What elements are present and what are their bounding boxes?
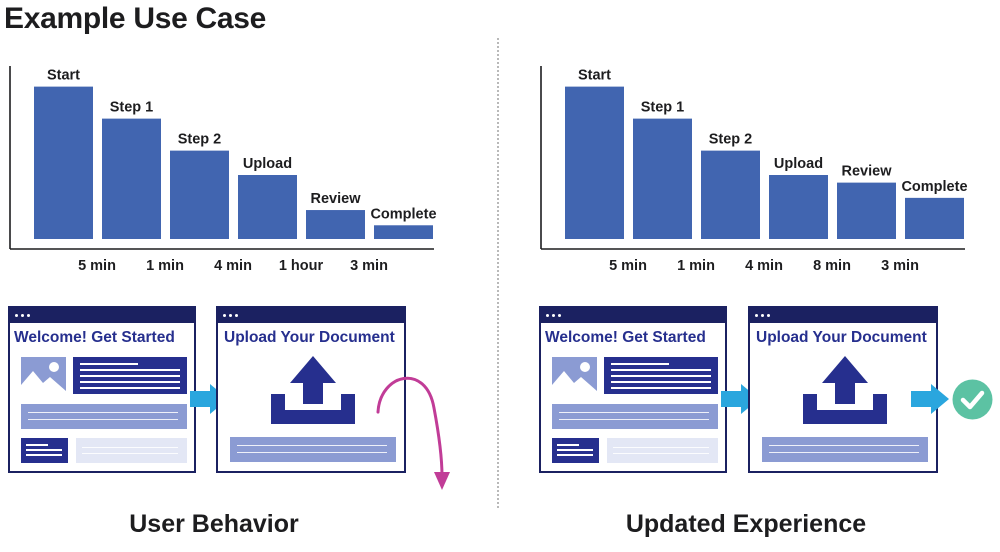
bar-label: Step 2 bbox=[709, 132, 753, 148]
bar-start bbox=[34, 86, 93, 239]
welcome-screen-window: Welcome! Get Started bbox=[8, 306, 196, 473]
form-field bbox=[21, 404, 187, 429]
bar-step-2 bbox=[170, 150, 229, 239]
duration-label: 8 min bbox=[813, 258, 851, 274]
section-caption-updated-experience: Updated Experience bbox=[625, 510, 867, 538]
small-text-block bbox=[21, 438, 68, 463]
bar-complete bbox=[905, 197, 964, 239]
bar-label: Complete bbox=[370, 206, 436, 222]
bar-label: Step 2 bbox=[178, 132, 222, 148]
section-caption-user-behavior: User Behavior bbox=[129, 510, 299, 538]
duration-label: 1 min bbox=[146, 258, 184, 274]
duration-label: 1 min bbox=[677, 258, 715, 274]
curved-exit-arrow-icon bbox=[376, 376, 450, 490]
bar-upload bbox=[769, 175, 828, 239]
bar-label: Step 1 bbox=[641, 100, 685, 116]
window-title-bar bbox=[218, 308, 404, 323]
bar-step-1 bbox=[102, 118, 161, 239]
bar-review bbox=[837, 182, 896, 239]
section-divider bbox=[497, 38, 499, 508]
duration-label: 5 min bbox=[609, 258, 647, 274]
window-title-bar bbox=[750, 308, 936, 323]
duration-label: 1 hour bbox=[279, 258, 324, 274]
window-title-bar bbox=[10, 308, 194, 323]
check-circle-icon bbox=[952, 379, 993, 420]
bar-step-2 bbox=[701, 150, 760, 239]
bar-complete bbox=[374, 225, 433, 239]
form-field bbox=[762, 437, 928, 462]
bar-label: Complete bbox=[901, 179, 967, 195]
window-title-bar bbox=[541, 308, 725, 323]
bar-review bbox=[306, 210, 365, 239]
form-field bbox=[230, 437, 396, 462]
upload-screen-title: Upload Your Document bbox=[756, 329, 927, 346]
image-placeholder-icon bbox=[552, 357, 597, 394]
duration-label: 3 min bbox=[350, 258, 388, 274]
upload-screen-window: Upload Your Document bbox=[748, 306, 938, 473]
bar-upload bbox=[238, 175, 297, 239]
upload-icon bbox=[803, 356, 887, 424]
upload-screen-title: Upload Your Document bbox=[224, 329, 395, 346]
form-field bbox=[552, 404, 718, 429]
bar-step-1 bbox=[633, 118, 692, 239]
arrow-right-icon bbox=[911, 384, 949, 414]
bar-label: Start bbox=[47, 68, 80, 84]
bar-label: Review bbox=[311, 191, 362, 207]
welcome-screen-window: Welcome! Get Started bbox=[539, 306, 727, 473]
page-title: Example Use Case bbox=[4, 2, 267, 35]
text-block bbox=[604, 357, 718, 394]
duration-label: 5 min bbox=[78, 258, 116, 274]
duration-label: 3 min bbox=[881, 258, 919, 274]
placeholder-block bbox=[76, 438, 187, 463]
bar-start bbox=[565, 86, 624, 239]
bar-label: Upload bbox=[774, 156, 823, 172]
welcome-screen-title: Welcome! Get Started bbox=[545, 329, 706, 346]
image-placeholder-icon bbox=[21, 357, 66, 394]
upload-screen-window: Upload Your Document bbox=[216, 306, 406, 473]
upload-icon bbox=[271, 356, 355, 424]
duration-label: 4 min bbox=[214, 258, 252, 274]
bar-label: Step 1 bbox=[110, 100, 154, 116]
placeholder-block bbox=[607, 438, 718, 463]
bar-label: Review bbox=[842, 164, 893, 180]
welcome-screen-title: Welcome! Get Started bbox=[14, 329, 175, 346]
duration-label: 4 min bbox=[745, 258, 783, 274]
text-block bbox=[73, 357, 187, 394]
bar-label: Upload bbox=[243, 156, 292, 172]
small-text-block bbox=[552, 438, 599, 463]
bar-label: Start bbox=[578, 68, 611, 84]
